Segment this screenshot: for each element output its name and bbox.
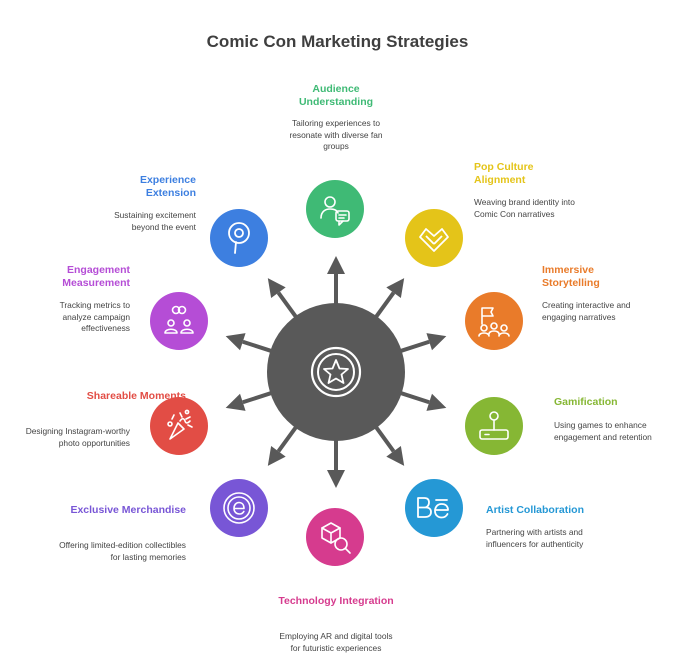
strategy-node-immersive-storytelling — [465, 292, 523, 350]
strategy-description-artist-collaboration: Partnering with artists and influencers … — [486, 527, 584, 549]
arrow-head — [267, 278, 286, 299]
strategy-description-pop-culture-alignment: Weaving brand identity into Comic Con na… — [474, 197, 575, 219]
strategy-label-gamification: Gamification — [554, 396, 618, 408]
strategy-node-audience-understanding — [306, 180, 364, 238]
heart-chevron-icon — [419, 228, 449, 252]
joystick-icon — [479, 411, 509, 440]
page-title: Comic Con Marketing Strategies — [206, 32, 469, 51]
behance-icon — [417, 497, 449, 519]
strategy-label-shareable-moments: Shareable Moments — [86, 390, 186, 402]
strategy-description-technology-integration: Employing AR and digital tools for futur… — [279, 631, 393, 653]
strategy-node-gamification — [465, 397, 523, 455]
arrow-head — [267, 445, 286, 466]
strategy-node-exclusive-merchandise — [210, 479, 268, 537]
strategy-node-technology-integration — [306, 508, 364, 566]
strategy-label-immersive-storytelling: Immersive Storytelling — [542, 264, 600, 289]
strategy-label-engagement-measurement: Engagement Measurement — [62, 264, 130, 289]
party-popper-icon — [167, 409, 193, 440]
arrow-head — [225, 393, 246, 411]
strategy-node-pop-culture-alignment — [405, 209, 463, 267]
arrow-head — [426, 333, 447, 351]
people-link-icon — [164, 305, 194, 334]
arrow-head — [225, 333, 246, 351]
arrow-head — [327, 256, 345, 274]
strategy-node-engagement-measurement — [150, 292, 208, 350]
e-badge-icon — [223, 492, 255, 524]
hub-circle — [267, 303, 405, 441]
strategy-label-technology-integration: Technology Integration — [278, 595, 394, 607]
star-icon — [310, 346, 362, 398]
strategy-label-artist-collaboration: Artist Collaboration — [486, 504, 585, 516]
strategy-description-shareable-moments: Designing Instagram-worthy photo opportu… — [25, 426, 130, 448]
strategy-description-engagement-measurement: Tracking metrics to analyze campaign eff… — [59, 300, 130, 333]
users-chat-icon — [320, 196, 350, 226]
strategy-description-experience-extension: Sustaining excitement beyond the event — [114, 210, 196, 232]
strategy-description-exclusive-merchandise: Offering limited-edition collectibles fo… — [59, 540, 186, 562]
arrow-head — [386, 278, 405, 299]
box-search-icon — [321, 522, 351, 554]
strategy-description-audience-understanding: Tailoring experiences to resonate with d… — [289, 118, 383, 151]
strategy-description-immersive-storytelling: Creating interactive and engaging narrat… — [542, 300, 631, 322]
strategy-label-audience-understanding: Audience Understanding — [298, 83, 374, 108]
arrow-head — [426, 393, 447, 411]
group-flag-icon — [478, 307, 510, 337]
arrow-head — [386, 445, 405, 466]
strategy-label-exclusive-merchandise: Exclusive Merchandise — [70, 504, 186, 516]
strategy-node-experience-extension — [210, 209, 268, 267]
strategy-description-gamification: Using games to enhance engagement and re… — [554, 420, 652, 442]
arrow-head — [327, 470, 345, 488]
strategy-label-experience-extension: Experience Extension — [139, 174, 196, 199]
strategy-label-pop-culture-alignment: Pop Culture Alignment — [474, 161, 534, 186]
strategy-node-shareable-moments — [150, 397, 208, 455]
strategy-node-artist-collaboration — [405, 479, 463, 537]
pin-icon — [228, 222, 250, 254]
